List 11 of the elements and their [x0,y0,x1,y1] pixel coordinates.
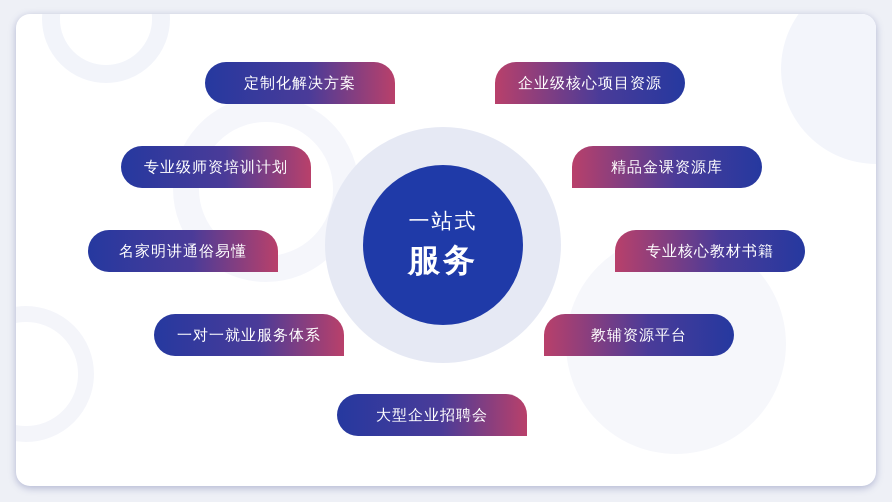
service-tag: 名家明讲通俗易懂 [88,230,278,272]
service-tag: 专业核心教材书籍 [615,230,805,272]
service-tag: 专业级师资培训计划 [121,146,311,188]
service-tag: 定制化解决方案 [205,62,395,104]
service-tag: 教辅资源平台 [544,314,734,356]
service-tag: 一对一就业服务体系 [154,314,344,356]
service-tag: 精品金课资源库 [572,146,762,188]
hub-subtitle: 一站式 [408,208,478,235]
service-tag: 企业级核心项目资源 [495,62,685,104]
hub-title: 服务 [408,240,478,281]
service-tag: 大型企业招聘会 [337,394,527,436]
